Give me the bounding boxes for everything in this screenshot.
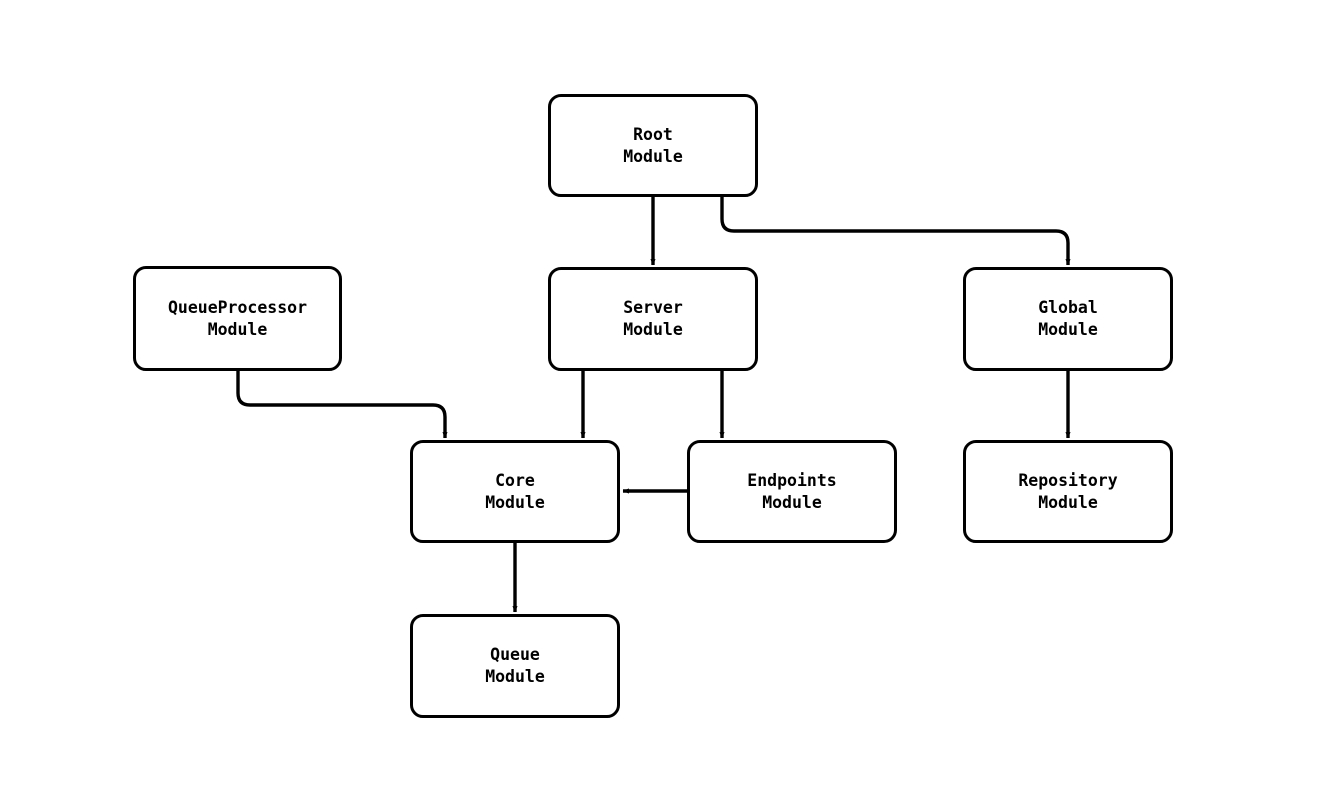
node-endpoints-module-name: Endpoints xyxy=(747,470,837,490)
node-queue-module-name: Queue xyxy=(490,645,540,664)
node-queueprocessor-module-suffix: Module xyxy=(207,319,268,339)
node-core-module[interactable]: Core Module xyxy=(410,440,620,543)
node-queueprocessor-module[interactable]: QueueProcessor Module xyxy=(133,266,342,371)
edge-queueprocessor-to-core xyxy=(236,371,448,439)
node-queue-module[interactable]: Queue Module xyxy=(410,614,620,718)
node-repository-module-suffix: Module xyxy=(1038,492,1098,512)
node-repository-module[interactable]: Repository Module xyxy=(963,440,1173,543)
node-global-module-suffix: Module xyxy=(1038,320,1098,339)
node-queue-module-suffix: Module xyxy=(485,667,545,686)
node-global-module-name: Global xyxy=(1038,298,1098,317)
node-global-module[interactable]: Global Module xyxy=(963,267,1173,371)
node-repository-module-name: Repository xyxy=(1018,470,1118,490)
node-core-module-suffix: Module xyxy=(485,492,545,512)
node-server-module-name: Server xyxy=(623,298,683,317)
node-root-module-suffix: Module xyxy=(623,146,683,166)
node-endpoints-module-suffix: Module xyxy=(762,492,822,512)
node-queueprocessor-module-name: QueueProcessor xyxy=(167,297,308,317)
node-root-module-name: Root xyxy=(633,124,673,144)
node-server-module[interactable]: Server Module xyxy=(548,267,758,371)
node-server-module-suffix: Module xyxy=(623,320,683,339)
edge-root-to-global xyxy=(720,197,1071,266)
node-core-module-name: Core xyxy=(495,470,535,490)
node-root-module[interactable]: Root Module xyxy=(548,94,758,197)
node-endpoints-module[interactable]: Endpoints Module xyxy=(687,440,897,543)
